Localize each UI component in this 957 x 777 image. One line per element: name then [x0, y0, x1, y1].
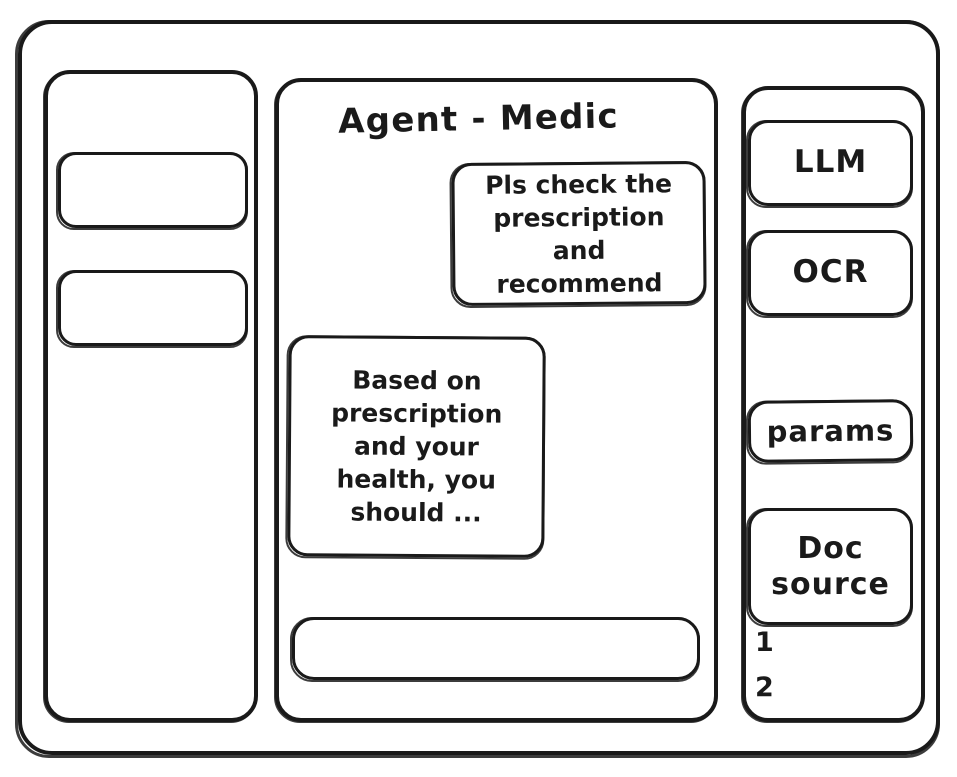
- assistant-message-bubble: Based on prescription and your health, y…: [287, 335, 546, 558]
- tool-card-llm[interactable]: LLM: [746, 120, 913, 208]
- tool-card-ocr[interactable]: OCR: [746, 230, 913, 318]
- history-list-item[interactable]: [56, 270, 248, 348]
- tool-card-doc-source[interactable]: Doc source: [746, 508, 913, 627]
- doc-source-item[interactable]: 1: [755, 627, 774, 658]
- message-input[interactable]: [290, 617, 700, 682]
- tool-card-params[interactable]: params: [747, 399, 914, 463]
- doc-source-item[interactable]: 2: [755, 672, 774, 703]
- user-message-bubble: Pls check the prescription and recommend: [451, 160, 707, 307]
- history-list-item[interactable]: [56, 152, 248, 230]
